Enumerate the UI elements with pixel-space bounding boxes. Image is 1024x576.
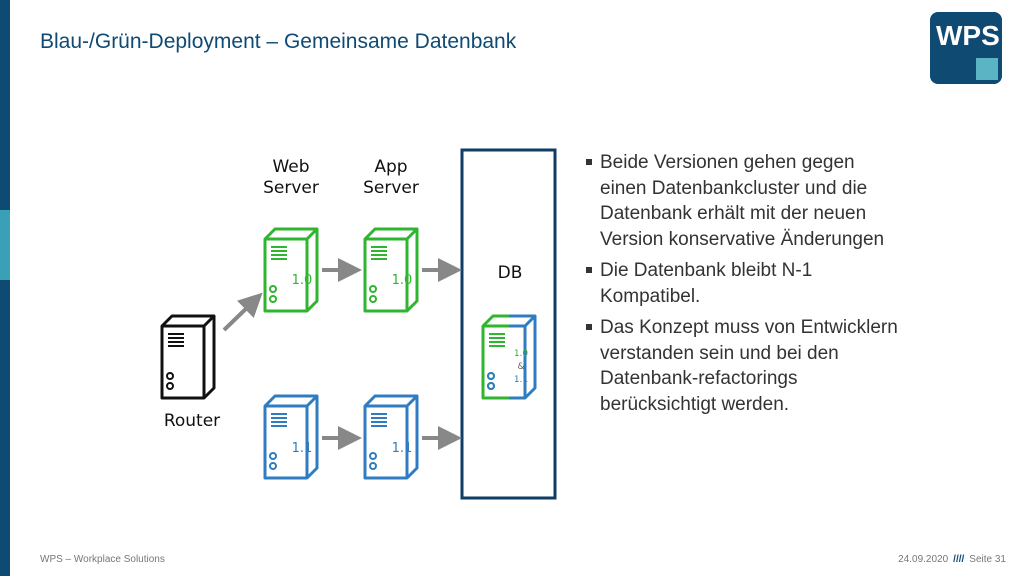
db-version-line2: & <box>517 362 524 372</box>
app-server-blue-icon <box>363 394 419 480</box>
logo-text: WPS <box>936 20 1000 51</box>
left-accent-bar <box>0 210 10 280</box>
slide-title: Blau-/Grün-Deployment – Gemeinsame Daten… <box>40 30 517 53</box>
bullet-marker <box>586 324 592 330</box>
wps-logo: WPS <box>930 12 1002 84</box>
db-label: DB <box>498 263 523 283</box>
footer-separator: //// <box>953 554 965 565</box>
bullet-item: Beide Versionen gehen gegen einen Datenb… <box>585 150 905 252</box>
bullet-list: Beide Versionen gehen gegen einen Datenb… <box>585 150 905 423</box>
app-server-green-version: 1.0 <box>392 273 413 288</box>
bullet-marker <box>586 267 592 273</box>
bullet-text: Beide Versionen gehen gegen einen Datenb… <box>600 152 885 250</box>
web-server-header-line2: Server <box>263 178 319 198</box>
bullet-text: Das Konzept muss von Entwicklern verstan… <box>600 317 898 415</box>
footer-date: 24.09.2020 <box>898 554 949 565</box>
footer-page-info: 24.09.2020 //// Seite 31 <box>898 554 1006 565</box>
footer-page-number: Seite 31 <box>969 554 1006 565</box>
arrow-router-to-green-web <box>222 292 263 332</box>
web-server-green-version: 1.0 <box>292 273 313 288</box>
app-server-header-line2: Server <box>363 178 419 198</box>
web-server-blue-version: 1.1 <box>292 441 313 456</box>
bullet-text: Die Datenbank bleibt N-1 Kompatibel. <box>600 260 813 307</box>
router-label: Router <box>164 411 220 431</box>
footer-company: WPS – Workplace Solutions <box>40 554 165 565</box>
web-server-header-line1: Web <box>272 157 309 177</box>
app-server-header-line1: App <box>374 157 407 177</box>
bullet-item: Das Konzept muss von Entwicklern verstan… <box>585 315 905 417</box>
db-version-line3: 1.1 <box>514 375 528 385</box>
router-server-icon <box>160 314 216 400</box>
web-server-green-icon <box>263 227 319 313</box>
app-server-blue-version: 1.1 <box>392 441 413 456</box>
bullet-item: Die Datenbank bleibt N-1 Kompatibel. <box>585 258 905 309</box>
db-version-line1: 1.0 <box>514 349 529 359</box>
app-server-green-icon <box>363 227 419 313</box>
bullet-marker <box>586 159 592 165</box>
db-server-icon <box>481 314 537 400</box>
left-border-bar <box>0 0 10 576</box>
web-server-blue-icon <box>263 394 319 480</box>
